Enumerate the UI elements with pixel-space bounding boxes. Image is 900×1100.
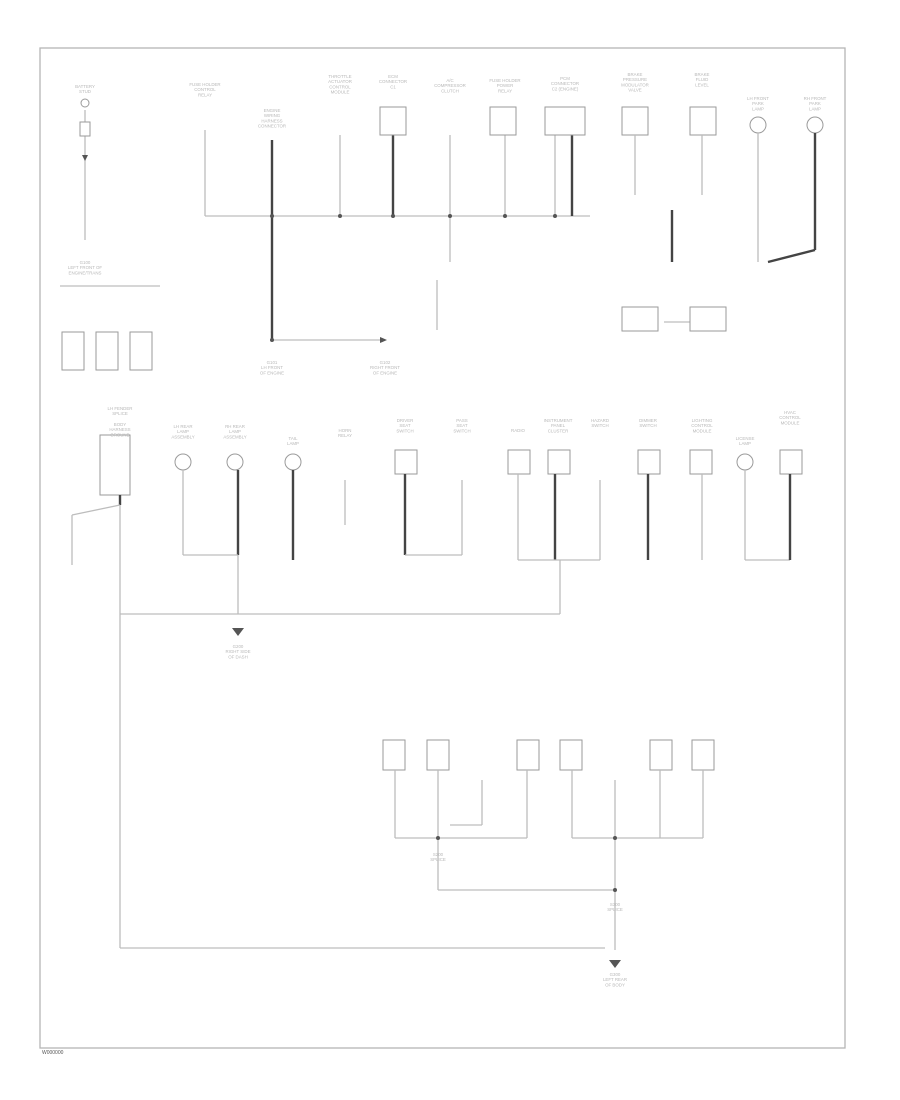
figure-id: W000000 — [42, 1050, 64, 1056]
middle-section — [71, 434, 803, 948]
diagram-frame — [39, 47, 846, 1049]
top-section — [60, 98, 824, 371]
component-label-radio: RADIO — [511, 428, 525, 433]
bottom-section — [120, 739, 715, 968]
